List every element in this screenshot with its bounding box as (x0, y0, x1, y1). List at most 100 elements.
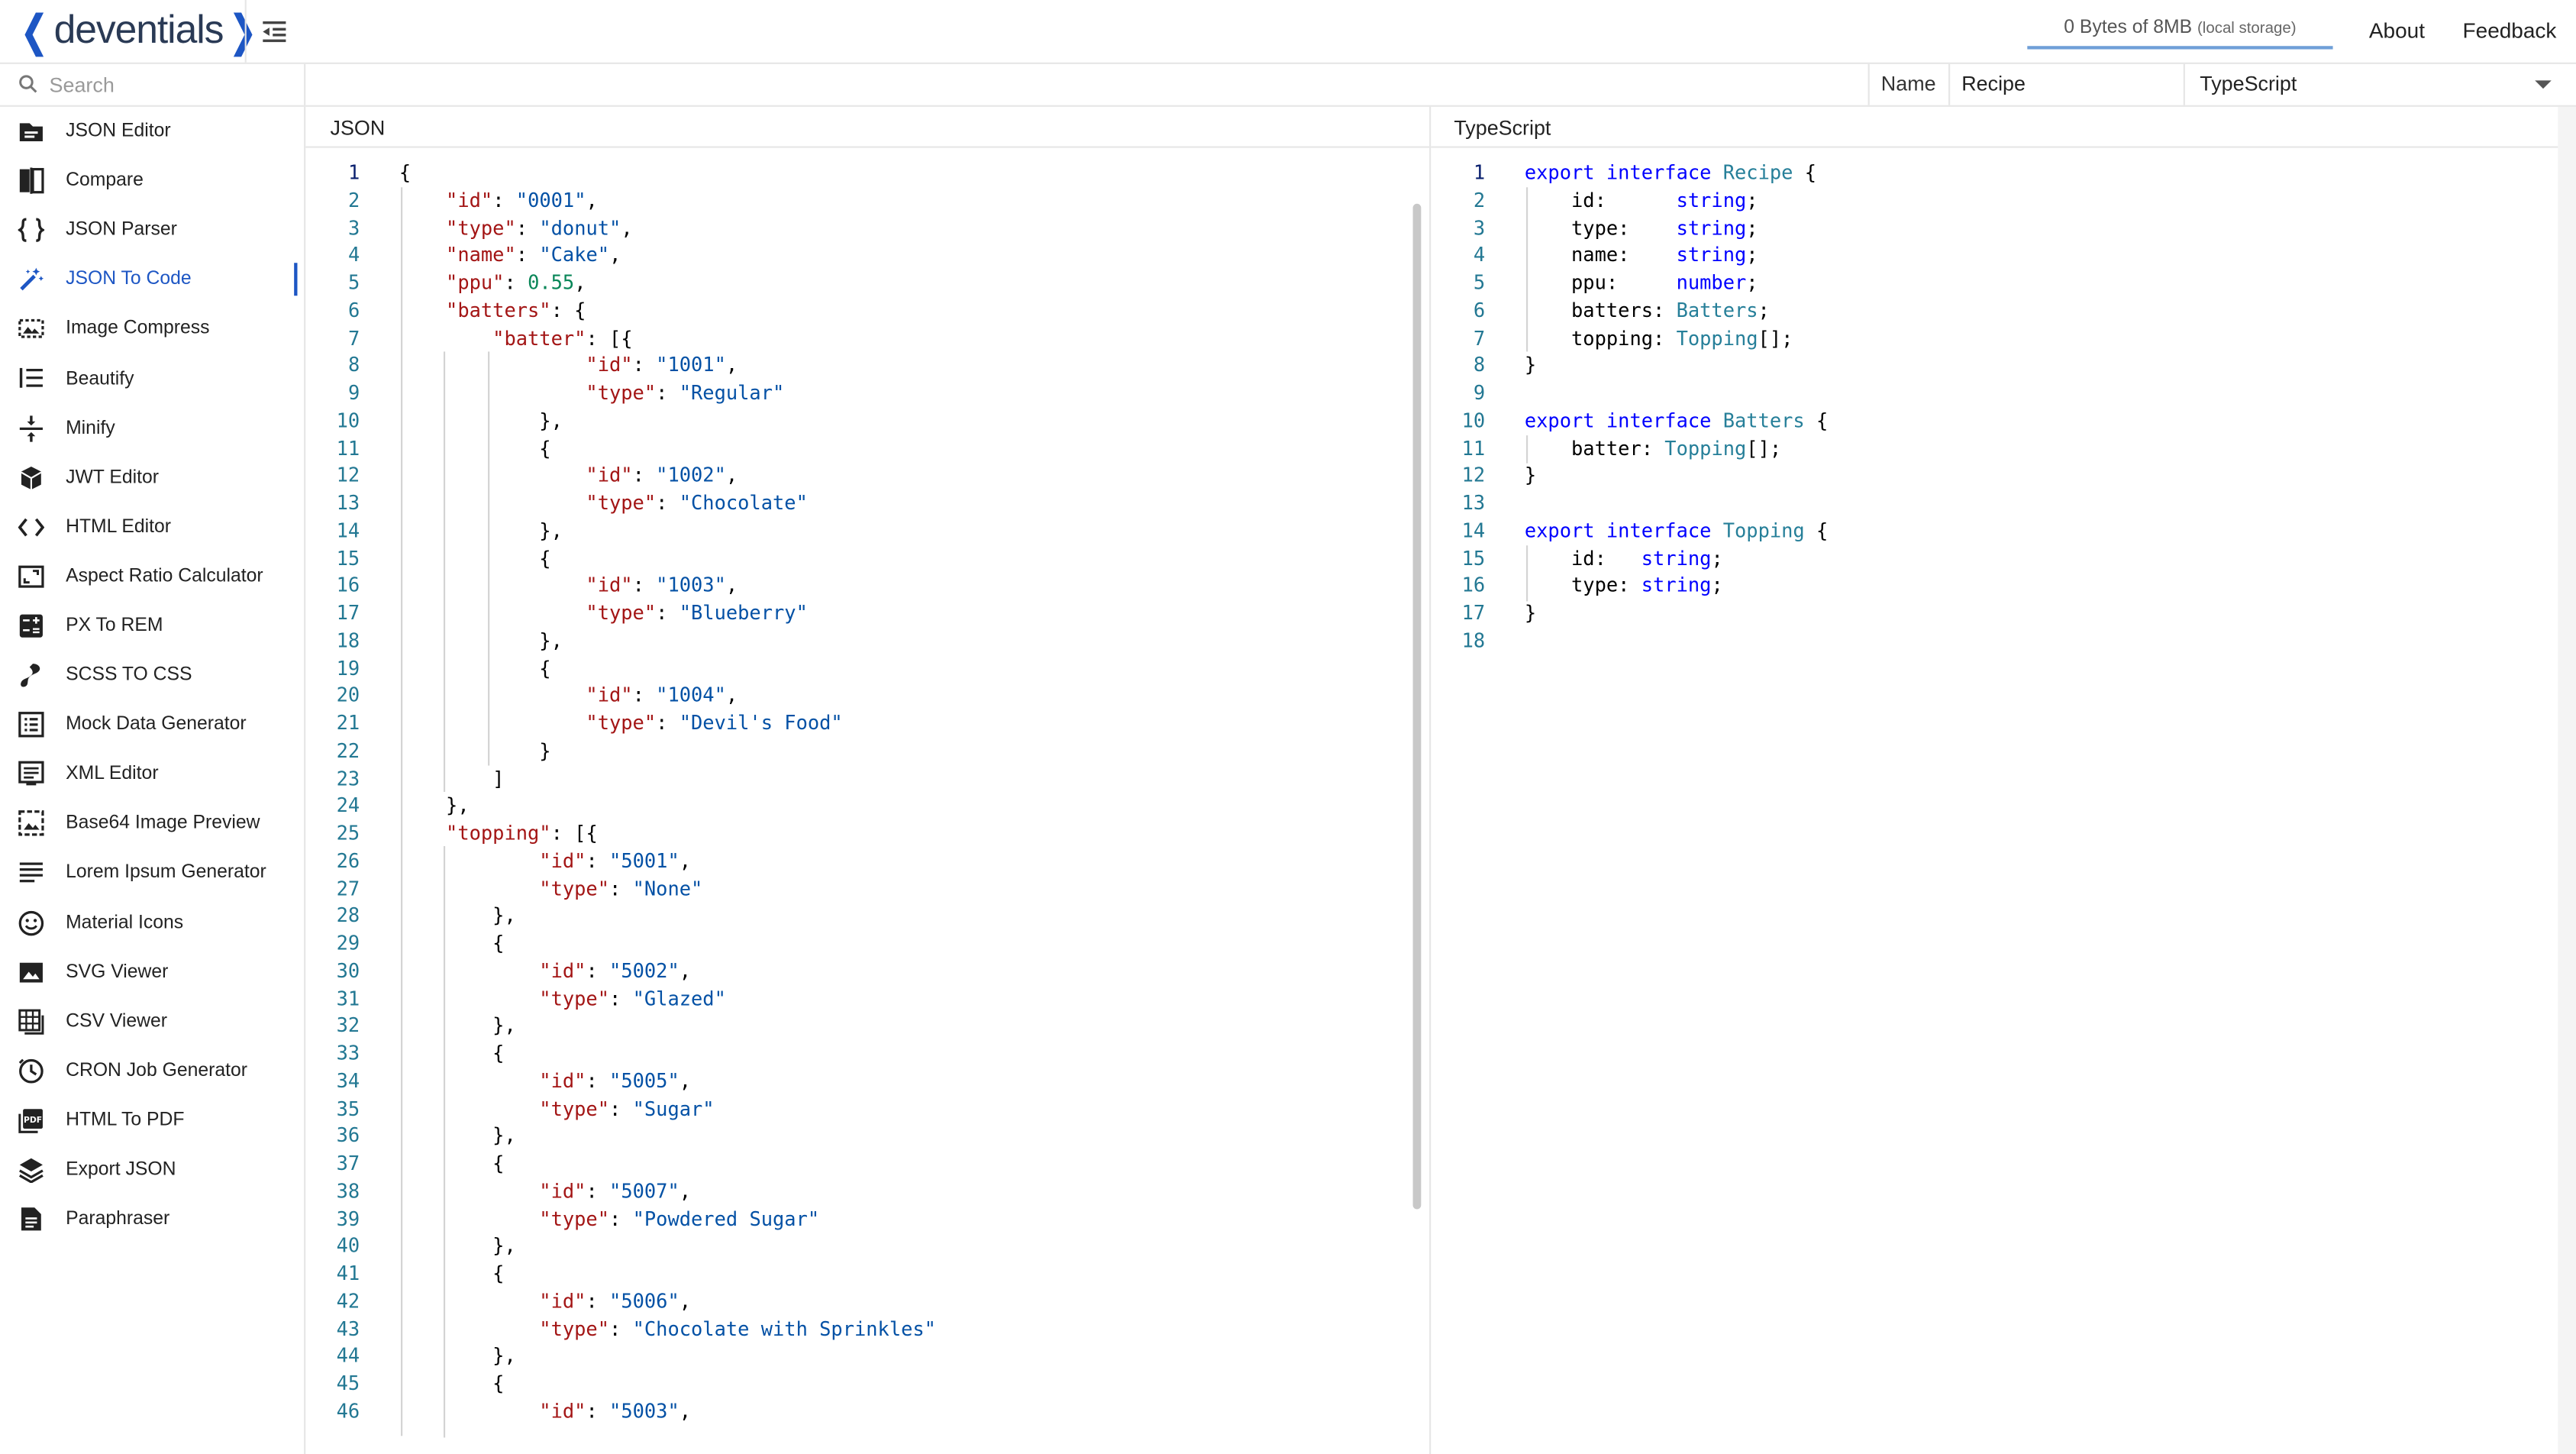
line-number: 45 (336, 1372, 360, 1395)
sidebar-item-lorem-ipsum-generator[interactable]: Lorem Ipsum Generator (0, 848, 304, 898)
image-preview-icon (18, 810, 44, 837)
code-line: type: string; (1571, 215, 1758, 240)
text-lines-icon (19, 863, 43, 884)
code-line (1525, 490, 1828, 517)
line-number: 34 (336, 1069, 360, 1093)
feedback-link[interactable]: Feedback (2462, 18, 2557, 43)
sidebar-item-paraphraser[interactable]: Paraphraser (0, 1194, 304, 1244)
line-number: 35 (336, 1097, 360, 1120)
sidebar-item-cron-job-generator[interactable]: CRON Job Generator (0, 1046, 304, 1096)
line-number: 28 (336, 903, 360, 927)
line-number: 14 (336, 519, 360, 542)
sidebar-item-jwt-editor[interactable]: JWT Editor (0, 453, 304, 502)
code-line: }, (492, 1013, 516, 1038)
code-line (1525, 380, 1828, 407)
code-line: "id": "5007", (539, 1179, 692, 1203)
line-number: 31 (336, 986, 360, 1010)
sidebar-item-label: JSON Editor (66, 121, 171, 142)
storage-usage: 0 Bytes of 8MB (2064, 18, 2193, 38)
line-number: 23 (336, 766, 360, 790)
json-code[interactable]: { "id": "0001", "type": "donut", "name":… (399, 160, 936, 1426)
sidebar-item-json-parser[interactable]: JSON Parser (0, 205, 304, 255)
line-number: 17 (336, 601, 360, 625)
sidebar-item-label: SVG Viewer (66, 961, 169, 982)
code-line: }, (492, 903, 516, 927)
code-line: ] (492, 766, 505, 790)
sidebar: JSON Editor Compare JSON Parser JSON To … (0, 63, 306, 1454)
line-number: 15 (336, 546, 360, 570)
sidebar-item-compare[interactable]: Compare (0, 157, 304, 206)
sidebar-item-svg-viewer[interactable]: SVG Viewer (0, 947, 304, 997)
sidebar-item-aspect-ratio-calculator[interactable]: Aspect Ratio Calculator (0, 552, 304, 602)
sidebar-item-image-compress[interactable]: Image Compress (0, 305, 304, 354)
sidebar-item-base64-image-preview[interactable]: Base64 Image Preview (0, 799, 304, 848)
sidebar-item-xml-editor[interactable]: XML Editor (0, 750, 304, 800)
json-editor-scrollbar[interactable] (1412, 203, 1422, 1210)
sidebar-item-export-json[interactable]: Export JSON (0, 1145, 304, 1194)
name-input[interactable]: Recipe (1961, 72, 2026, 95)
right-scroll-track[interactable] (2558, 106, 2576, 1454)
sidebar-item-json-editor[interactable]: JSON Editor (0, 107, 304, 157)
code-line: "type": "None" (539, 876, 703, 900)
sidebar-item-minify[interactable]: Minify (0, 403, 304, 453)
deventials-logo[interactable]: ❬ deventials ❭ (17, 7, 261, 57)
line-number: 21 (336, 711, 360, 735)
sass-icon (21, 664, 40, 687)
sidebar-item-beautify[interactable]: Beautify (0, 354, 304, 404)
line-number: 25 (336, 821, 360, 845)
line-number: 8 (347, 354, 360, 377)
line-number: 29 (336, 931, 360, 955)
sidebar-item-material-icons[interactable]: Material Icons (0, 898, 304, 948)
sidebar-item-label: CRON Job Generator (66, 1061, 248, 1081)
sidebar-item-label: Image Compress (66, 319, 210, 340)
sidebar-item-label: SCSS TO CSS (66, 665, 192, 686)
line-number: 42 (336, 1289, 360, 1313)
svg-text:PDF: PDF (24, 1115, 42, 1125)
code-line: "id": "5006", (539, 1289, 692, 1313)
line-number: 3 (1473, 215, 1486, 240)
sidebar-item-label: Compare (66, 171, 144, 191)
sidebar-item-px-to-rem[interactable]: PX To REM (0, 601, 304, 651)
language-select[interactable]: TypeScript (2200, 72, 2297, 95)
sidebar-item-mock-data-generator[interactable]: Mock Data Generator (0, 700, 304, 750)
panel-divider (1429, 106, 1432, 1454)
code-line: { (399, 160, 412, 184)
about-link[interactable]: About (2368, 18, 2426, 43)
sidebar-item-csv-viewer[interactable]: CSV Viewer (0, 997, 304, 1046)
code-line: }, (446, 793, 470, 817)
line-number: 26 (336, 848, 360, 872)
search-icon (19, 75, 37, 93)
collapse-sidebar-icon[interactable] (260, 17, 289, 47)
sidebar-item-label: JWT Editor (66, 467, 160, 488)
code-line: } (539, 738, 551, 762)
sidebar-item-html-to-pdf[interactable]: PDF HTML To PDF (0, 1096, 304, 1145)
code-line: "type": "Devil's Food" (586, 711, 843, 735)
indent-guide (1526, 545, 1528, 602)
list-box-icon (18, 712, 44, 738)
code-line: { (492, 1152, 505, 1175)
code-line: "type": "Chocolate" (586, 491, 808, 515)
sidebar-item-html-editor[interactable]: HTML Editor (0, 502, 304, 552)
json-editor-icon (19, 123, 43, 142)
code-line: "id": "5002", (539, 958, 692, 982)
braces-icon (18, 218, 45, 243)
sidebar-item-scss-to-css[interactable]: SCSS TO CSS (0, 651, 304, 700)
typescript-code[interactable]: export interface Recipe { id: string; ty… (1525, 160, 1828, 655)
sidebar-item-label: JSON Parser (66, 220, 177, 241)
sidebar-item-label: Material Icons (66, 913, 184, 933)
code-line: }, (492, 1234, 516, 1258)
code-line: "id": "5003", (539, 1399, 692, 1423)
line-number: 40 (336, 1234, 360, 1258)
chevron-down-icon[interactable] (2535, 80, 2552, 89)
line-number: 13 (336, 491, 360, 515)
line-number: 11 (336, 436, 360, 460)
code-line: "id": "1004", (586, 683, 738, 707)
line-number: 16 (336, 574, 360, 597)
sidebar-item-label: Minify (66, 418, 115, 438)
logo-right-chevron: ❭ (224, 6, 261, 57)
search-input[interactable] (46, 69, 299, 102)
line-number: 4 (1473, 243, 1486, 267)
sidebar-item-json-to-code[interactable]: JSON To Code (0, 255, 304, 305)
code-line: }, (539, 519, 563, 542)
